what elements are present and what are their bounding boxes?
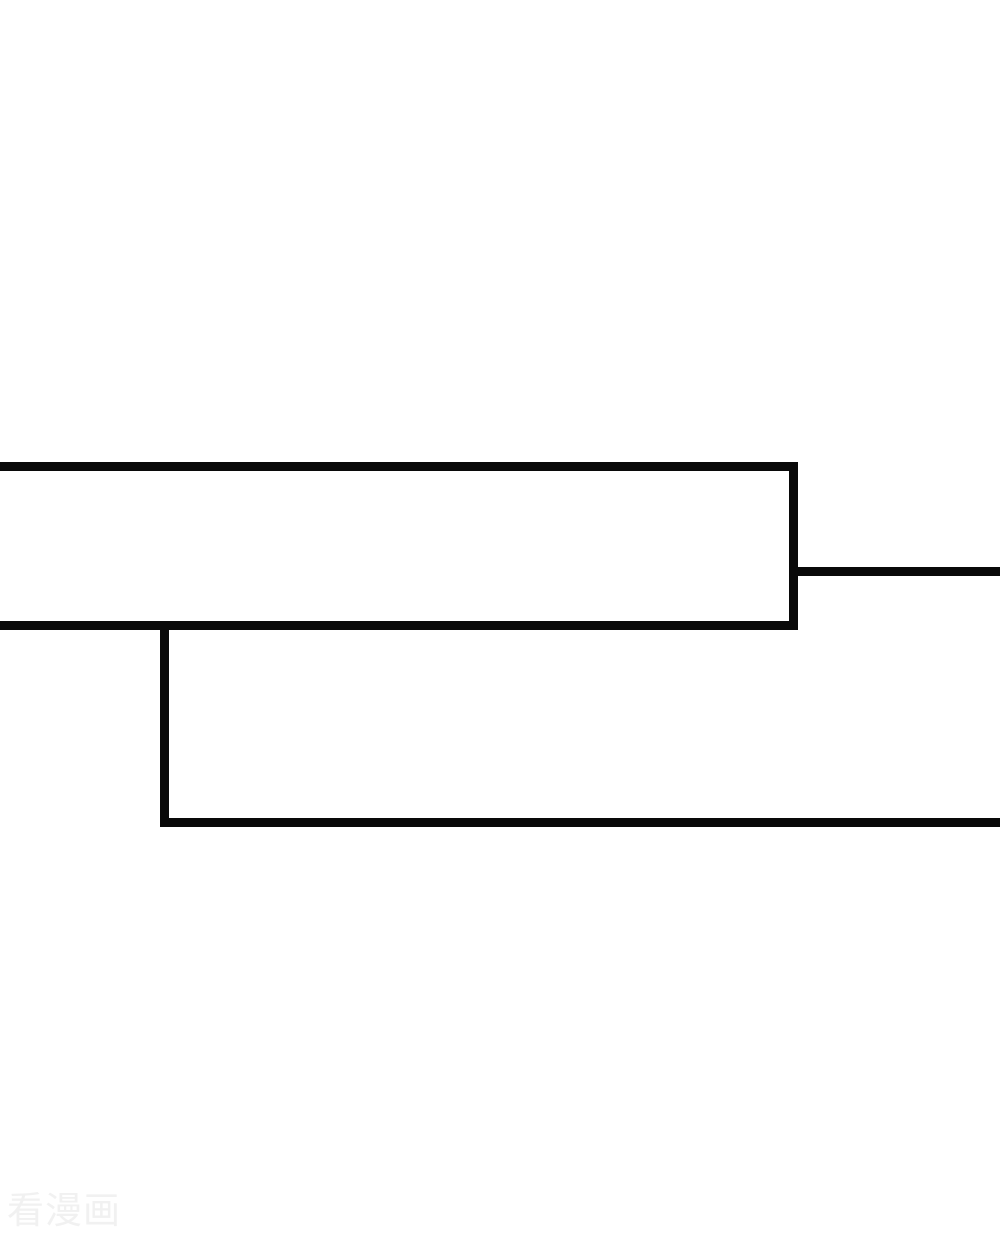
panel-2-left-border xyxy=(160,621,169,827)
panel-connector-line xyxy=(789,567,1000,576)
panel-1-right-border xyxy=(789,462,798,630)
panel-1-artwork-area xyxy=(0,471,789,621)
panel-1-bottom-border xyxy=(0,621,798,630)
panel-1-top-border xyxy=(0,462,798,471)
panel-2-artwork-area xyxy=(169,630,1000,818)
gutter-top xyxy=(0,0,1000,462)
site-watermark: 看漫画 xyxy=(7,1189,121,1232)
panel-2-bottom-border xyxy=(160,818,1000,827)
gutter-bottom xyxy=(0,827,1000,1233)
